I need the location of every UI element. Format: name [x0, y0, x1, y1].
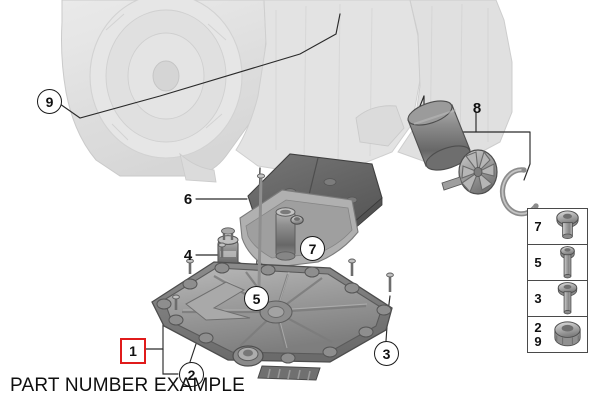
- callout-2-drain-plug[interactable]: 2: [179, 362, 204, 387]
- callout-4-sensor-plug[interactable]: 4: [181, 246, 195, 264]
- filter-cartridge: [407, 100, 471, 171]
- plate-bolt-7: [290, 215, 304, 225]
- callout-7-label: 7: [308, 240, 317, 257]
- drain-plug-icon: [548, 317, 587, 352]
- callout-9-transmission-housing[interactable]: 9: [37, 89, 62, 114]
- legend-number: 3: [534, 290, 542, 306]
- filter-standpipe: [275, 207, 296, 261]
- callout-9-label: 9: [45, 93, 54, 110]
- legend-row-7-numbers: 7: [528, 220, 548, 234]
- legend-row-5-numbers: 5: [528, 256, 548, 270]
- legend-number: 9: [534, 333, 542, 349]
- callout-1-label: 1: [129, 343, 137, 359]
- long-hex-bolt-icon: [548, 245, 587, 280]
- callout-7-bolt[interactable]: 7: [300, 236, 325, 261]
- legend-row-3-numbers: 3: [528, 292, 548, 306]
- transmission-housing-ghosted: [61, 0, 513, 183]
- callout-8-filter-insert-kit[interactable]: 8: [470, 99, 484, 117]
- snap-ring: [499, 167, 539, 217]
- oil-pan: [151, 173, 394, 381]
- page-caption: PART NUMBER EXAMPLE: [10, 375, 246, 396]
- callout-2-label: 2: [187, 366, 196, 383]
- callout-8-label: 8: [472, 99, 482, 117]
- legend-number: 7: [534, 218, 542, 234]
- oil-filter-plate: [239, 153, 383, 269]
- flange-bolt-icon: [548, 281, 587, 316]
- legend-number: 5: [534, 254, 542, 270]
- callout-6-oil-filter-plate[interactable]: 6: [181, 190, 195, 208]
- legend-row-2-9[interactable]: 2 9: [528, 317, 587, 352]
- drain-plug: [232, 345, 264, 367]
- callout-5-label: 5: [252, 290, 261, 307]
- finned-disc: [441, 149, 498, 195]
- legend-row-2-9-numbers: 2 9: [528, 321, 548, 348]
- pan-head-bolt-icon: [548, 209, 587, 244]
- legend-row-5[interactable]: 5: [528, 245, 587, 282]
- legend-row-3[interactable]: 3: [528, 281, 587, 318]
- hardware-legend-table: 7 5: [527, 208, 588, 353]
- callout-4-label: 4: [183, 246, 193, 264]
- callout-5-bolt[interactable]: 5: [244, 286, 269, 311]
- legend-number: 2: [534, 320, 542, 336]
- callout-3-label: 3: [382, 345, 391, 362]
- callout-1-oil-pan-assembly[interactable]: 1: [120, 338, 146, 364]
- legend-row-7[interactable]: 7: [528, 209, 587, 246]
- callout-3-bolt[interactable]: 3: [374, 341, 399, 366]
- pan-studs: [174, 246, 392, 310]
- callout-6-label: 6: [183, 190, 193, 208]
